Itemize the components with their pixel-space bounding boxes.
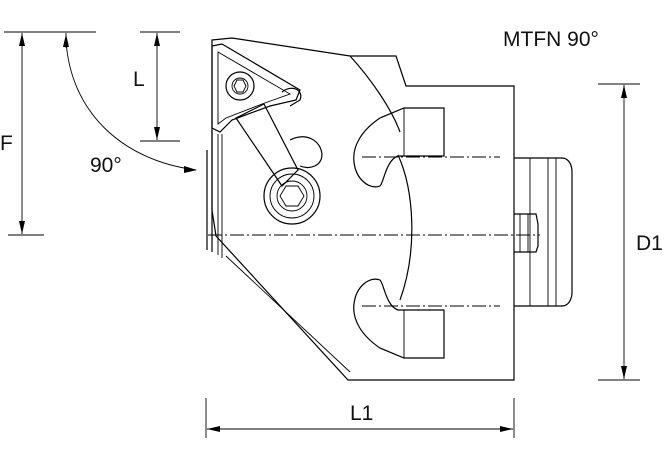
insert-clamp	[211, 43, 323, 225]
drawing-title: MTFN 90°	[503, 28, 599, 51]
rear-boss	[514, 157, 573, 307]
dimension-l1: L1	[205, 398, 515, 438]
label-l: L	[133, 68, 145, 91]
label-l1: L1	[350, 402, 373, 425]
centre-lines	[208, 156, 540, 307]
dimension-l: L	[133, 31, 180, 142]
label-f: F	[0, 132, 13, 155]
lower-slot	[353, 278, 445, 359]
cutter-body	[206, 37, 515, 381]
label-d1: D1	[636, 232, 663, 255]
dimension-d1: D1	[598, 83, 663, 381]
dimension-angle: 90°	[63, 33, 197, 177]
upper-slot	[353, 107, 445, 188]
label-angle: 90°	[90, 154, 122, 177]
dimension-f: F	[0, 31, 96, 236]
